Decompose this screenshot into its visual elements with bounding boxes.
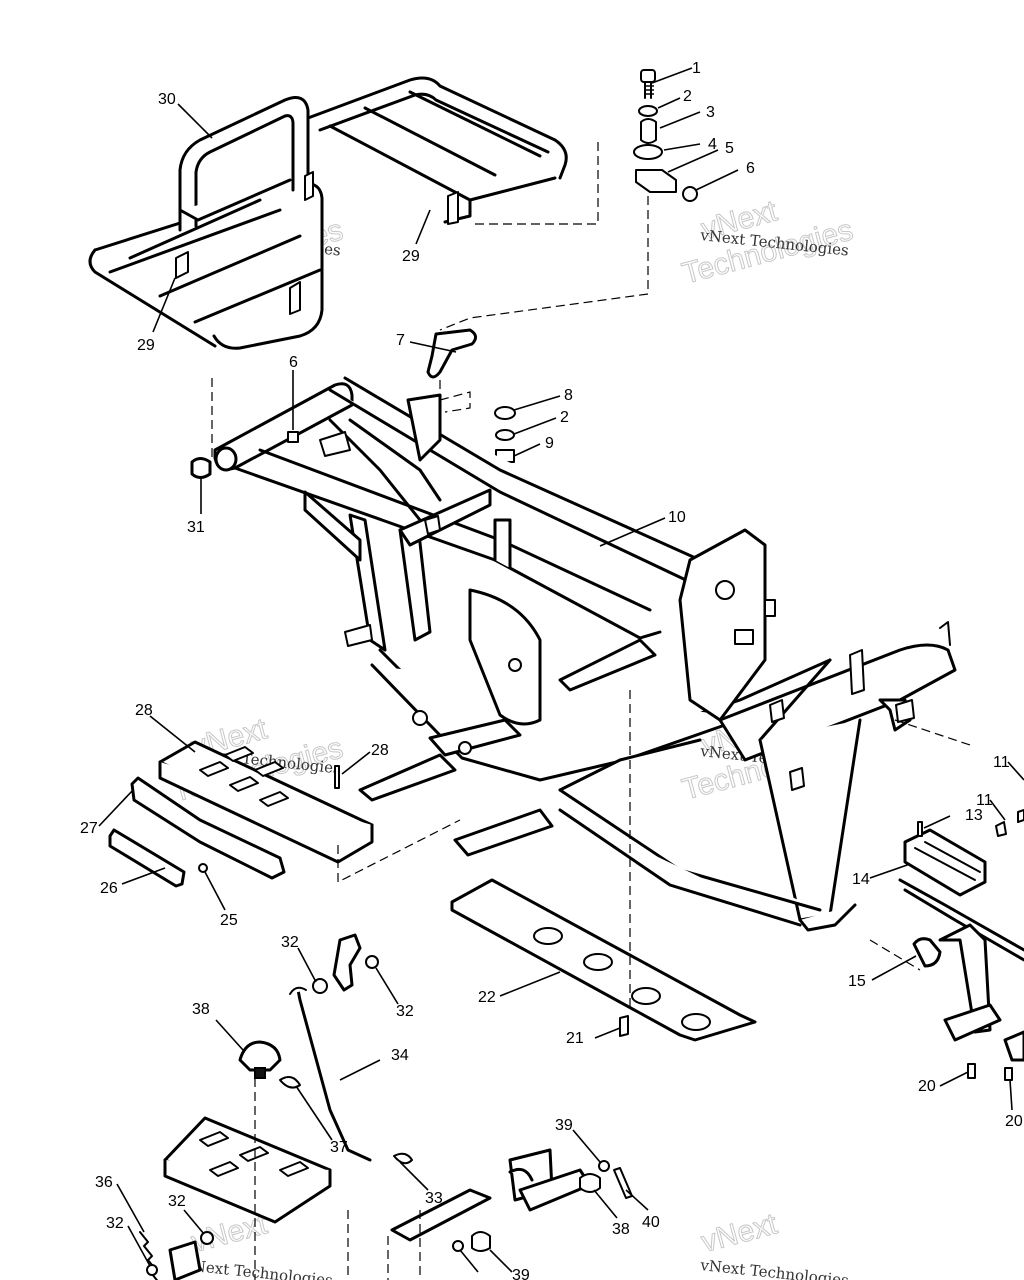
leader-lines (98, 67, 1024, 1273)
callout-14: 14 (852, 871, 870, 888)
callout-31c: 32 (168, 1193, 186, 1210)
callout-32: 33 (425, 1190, 443, 1207)
footpeg-14 (903, 828, 987, 897)
brake-linkage (139, 933, 633, 1280)
washer-2b (495, 429, 515, 441)
callout-33: 34 (391, 1047, 409, 1064)
watermark-text: vNext Technologies (183, 1256, 334, 1280)
callout-20: 20 (918, 1078, 936, 1095)
screw-13 (917, 821, 923, 837)
bolt-21 (619, 1015, 629, 1037)
callout-10: 10 (668, 509, 686, 526)
watermark-outline-top: vNext (698, 1207, 781, 1259)
callout-40: 40 (642, 1214, 660, 1231)
washer-38 (598, 1160, 610, 1172)
callout-9: 9 (545, 435, 554, 452)
clip-32 (393, 1152, 413, 1165)
pad-24 (108, 828, 186, 888)
washer-31 (312, 978, 328, 994)
callout-31b: 32 (396, 1003, 414, 1020)
grommet-4 (633, 144, 663, 160)
bolt-1 (640, 69, 656, 83)
nut-6 (682, 186, 698, 202)
callout-3: 3 (706, 104, 715, 121)
bolt-20 (967, 1063, 976, 1079)
callout-34: 36 (95, 1174, 113, 1191)
nut-6b (287, 431, 299, 443)
callout-15: 15 (848, 973, 866, 990)
callout-8: 8 (564, 387, 573, 404)
callout-31d: 32 (106, 1215, 124, 1232)
grommet-30 (190, 457, 212, 479)
callout-39: 38 (612, 1221, 630, 1238)
callout-5: 5 (725, 140, 734, 157)
washer-2 (638, 105, 658, 117)
washer-31b (365, 955, 379, 969)
callout-numbers: 1 2 3 4 5 6 7 8 2 9 10 6 30 29 29 31 28 … (80, 60, 1023, 1280)
rack-mount-hardware (426, 69, 698, 463)
callout-1: 1 (692, 60, 701, 77)
callout-29: 30 (158, 91, 176, 108)
callout-2: 2 (683, 88, 692, 105)
screw-27 (334, 765, 340, 789)
callout-30: 31 (187, 519, 205, 536)
callout-26: 28 (135, 702, 153, 719)
callout-23: 25 (220, 912, 238, 929)
callout-2b: 2 (560, 409, 569, 426)
callout-20b: 20 (1005, 1113, 1023, 1130)
bracket-7 (426, 328, 477, 379)
callout-39b: 39 (512, 1267, 530, 1280)
screw-23 (198, 863, 208, 873)
rear-rack (88, 76, 568, 350)
callout-13: 13 (965, 807, 983, 824)
callout-37: 38 (192, 1001, 210, 1018)
callout-28b: 29 (137, 337, 155, 354)
callout-28: 29 (402, 248, 420, 265)
callout-6b: 6 (289, 354, 298, 371)
callout-25: 27 (80, 820, 98, 837)
callout-24: 26 (100, 880, 118, 897)
watermark-6: vNext (697, 1207, 781, 1260)
left-footrest (108, 740, 461, 888)
knob-37 (238, 1040, 282, 1072)
watermark-text: vNext Technologies (699, 1256, 850, 1280)
callout-4: 4 (708, 136, 717, 153)
rod-33 (296, 988, 372, 1162)
callout-38: 39 (555, 1117, 573, 1134)
washer-8 (494, 406, 516, 420)
callout-22: 22 (478, 989, 496, 1006)
callout-21: 21 (566, 1030, 584, 1047)
grip-15 (912, 937, 942, 968)
callout-31: 32 (281, 934, 299, 951)
bracket-5 (635, 169, 677, 193)
right-footrest (869, 719, 1024, 1081)
bushing-3 (640, 118, 657, 144)
callout-7: 7 (396, 332, 405, 349)
callout-11b: 11 (976, 792, 993, 809)
callout-27: 28 (371, 742, 389, 759)
clip-36 (279, 1075, 301, 1089)
skid-plate (450, 690, 757, 1042)
callout-6: 6 (746, 160, 755, 177)
bushing-39 (579, 1173, 601, 1193)
callout-36: 37 (330, 1139, 348, 1156)
callout-11: 11 (993, 754, 1010, 771)
